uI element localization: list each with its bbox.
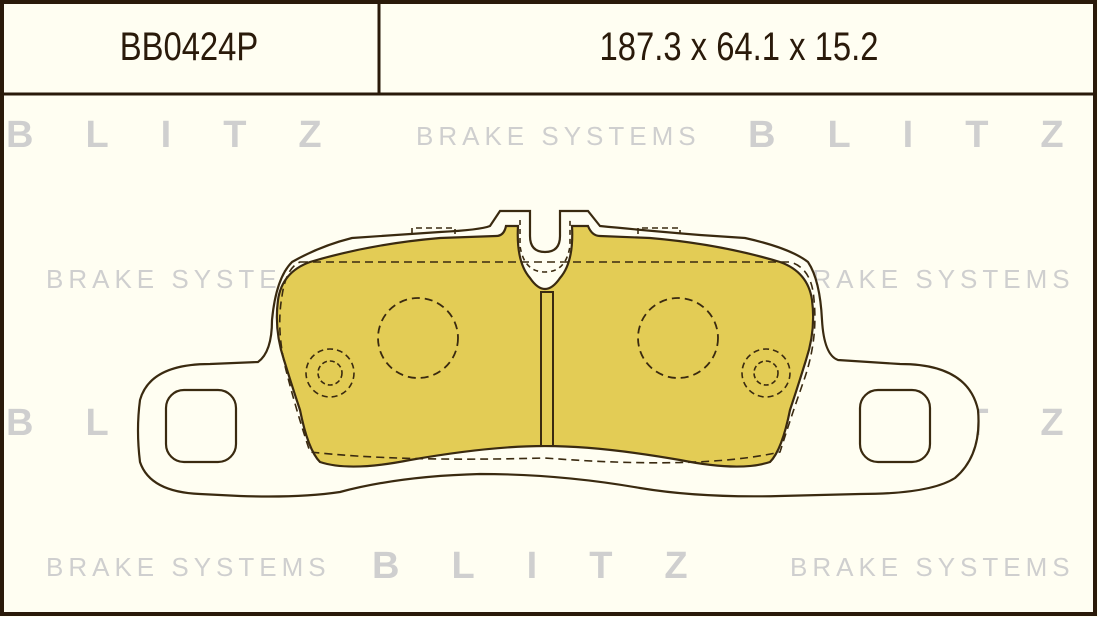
pin-circle-left-outer [305, 348, 355, 398]
top-tab-right [637, 227, 681, 234]
watermark-tagline: BRAKE SYSTEMS [790, 264, 1075, 294]
pin-circle-left-inner [317, 360, 343, 386]
watermark-tagline: BRAKE SYSTEMS [46, 552, 331, 582]
watermark-tagline: BRAKE SYSTEMS [416, 121, 701, 151]
dimensions-label: 187.3 x 64.1 x 15.2 [599, 25, 879, 69]
watermark-brand: BLITZ [6, 114, 374, 156]
watermark-tagline: BRAKE SYSTEMS [790, 552, 1075, 582]
hidden-outline [278, 261, 816, 464]
top-tab-left [411, 227, 456, 234]
ear-hole-right [858, 388, 932, 464]
watermark-brand: BLITZ [748, 114, 1098, 156]
top-notch-dashed [519, 220, 571, 273]
pin-circle-right-inner [753, 360, 779, 386]
center-slot [540, 291, 554, 447]
piston-circle-right [637, 297, 719, 379]
ear-hole-left [164, 388, 238, 464]
part-number: BB0424P [119, 25, 259, 69]
piston-circle-left [377, 297, 459, 379]
pin-circle-right-outer [741, 348, 791, 398]
watermark-brand: BLITZ [372, 545, 740, 587]
